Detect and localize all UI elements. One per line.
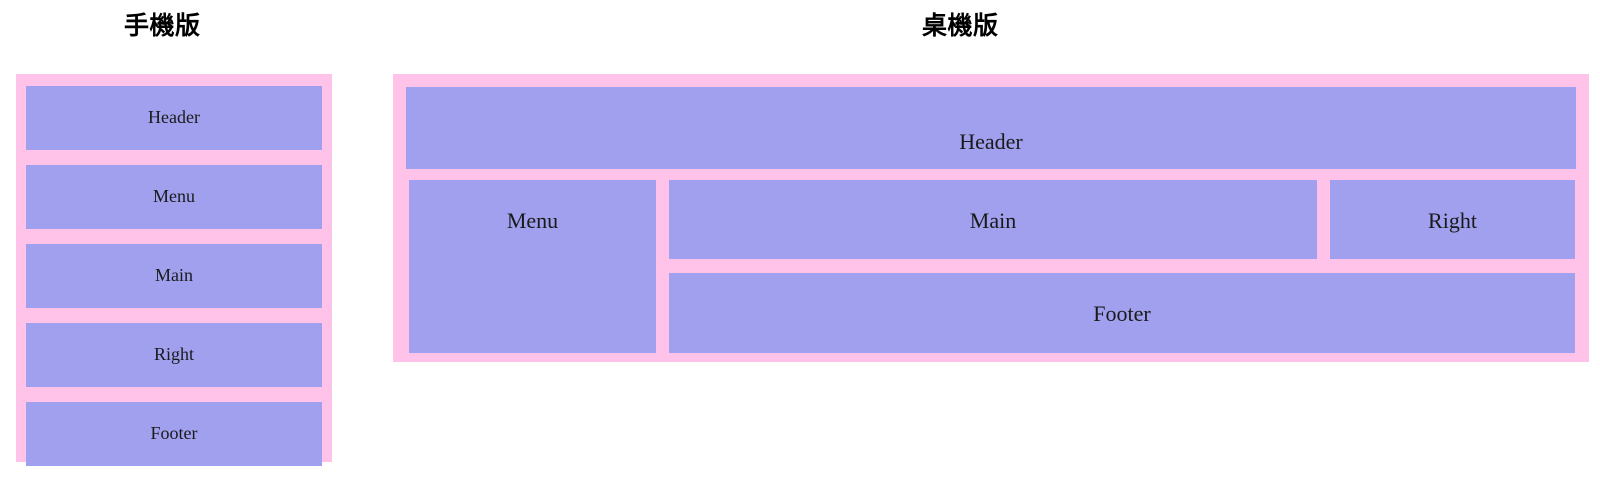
desktop-block-header: Header xyxy=(406,87,1576,169)
mobile-wireframe-container: Header Menu Main Right Footer xyxy=(16,74,332,466)
desktop-block-main: Main xyxy=(669,180,1317,259)
mobile-section-title: 手機版 xyxy=(124,12,201,40)
desktop-block-main-label: Main xyxy=(969,208,1017,233)
mobile-block-header-label: Header xyxy=(148,107,200,128)
mobile-block-menu: Menu xyxy=(26,165,322,229)
mobile-block-menu-label: Menu xyxy=(153,186,195,207)
mobile-block-header: Header xyxy=(26,86,322,150)
mobile-block-main-label: Main xyxy=(155,265,193,286)
desktop-block-header-label: Header xyxy=(959,128,1023,154)
mobile-block-right-label: Right xyxy=(153,344,194,365)
desktop-block-menu-label: Menu xyxy=(506,208,559,233)
mobile-block-footer-label: Footer xyxy=(150,423,198,444)
desktop-section-title: 桌機版 xyxy=(922,12,999,40)
desktop-block-right-label: Right xyxy=(1428,208,1477,233)
desktop-block-footer-label: Footer xyxy=(1093,301,1151,326)
desktop-block-footer: Footer xyxy=(669,273,1575,353)
desktop-block-right: Right xyxy=(1330,180,1575,259)
desktop-block-menu: Menu xyxy=(409,180,656,353)
mobile-block-main: Main xyxy=(26,244,322,308)
mobile-block-right: Right xyxy=(26,323,322,387)
desktop-wireframe-container: Header Menu Main Right Footer xyxy=(393,74,1589,362)
mobile-block-footer: Footer xyxy=(26,402,322,466)
